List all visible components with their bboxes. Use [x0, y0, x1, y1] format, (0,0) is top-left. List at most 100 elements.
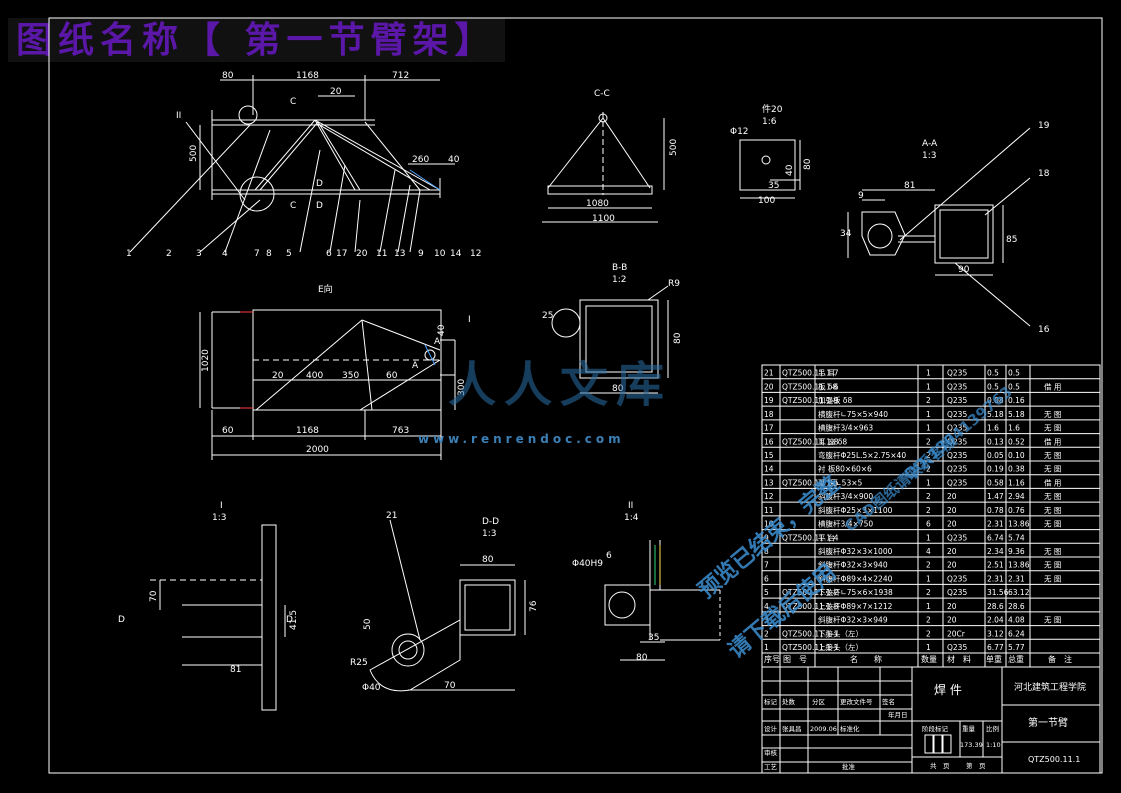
bom-cell: 5.77 — [1008, 643, 1025, 652]
bom-cell: 2 — [926, 506, 931, 515]
title-block-grid — [761, 666, 1101, 774]
bom-cell: 3 — [764, 616, 769, 625]
bom-cell: 2 — [926, 616, 931, 625]
section-bb — [551, 285, 669, 394]
dim-40: 40 — [448, 155, 460, 165]
bom-cell: 20 — [947, 506, 957, 515]
bom-header-no: 序号 — [764, 654, 780, 664]
tb-date: 年月日 — [888, 710, 908, 719]
bom-cell: 无 图 — [1044, 492, 1061, 501]
dd-title: D-D — [482, 517, 499, 527]
detail-ii — [604, 540, 721, 661]
dim-p20-80: 80 — [803, 158, 813, 170]
bom-header-unit-weight: 单重 — [986, 654, 1002, 664]
dim-aa-34: 34 — [840, 229, 852, 239]
bom-cell: Q235 — [947, 478, 967, 487]
dim-500: 500 — [189, 145, 199, 162]
dim-top-1020: 1020 — [201, 349, 211, 372]
bom-cell: 无 图 — [1044, 410, 1061, 419]
bom-cell: 11 — [764, 506, 774, 515]
label-di-d2: D — [286, 615, 293, 625]
dim-cc-1100: 1100 — [592, 214, 615, 224]
tb-stage-mark: 阶段标记 — [922, 724, 949, 733]
tb-scale: 比例 — [986, 724, 999, 733]
bom-cell: QTZ500.11.1-1 — [782, 643, 839, 652]
front-view — [129, 75, 455, 253]
bom-cell: 弯腹杆Φ25L.5×2.75×40 — [818, 450, 906, 460]
dim-dd-76: 76 — [529, 600, 539, 612]
title-part-type: 焊 件 — [934, 682, 962, 697]
bom-cell: 无 图 — [1044, 574, 1061, 583]
bom-cell: 下接头（左） — [818, 628, 863, 638]
dim-p20-100: 100 — [758, 196, 775, 206]
dim-dii-phi40h9: Φ40H9 — [572, 559, 603, 569]
dim-top-40: 40 — [437, 324, 447, 336]
top-view-title: E向 — [318, 283, 333, 295]
part20-scale: 1:6 — [762, 117, 777, 127]
bom-cell: 6 — [926, 520, 931, 529]
dim-di-70: 70 — [149, 590, 159, 602]
tb-review: 审核 — [764, 748, 778, 757]
dim-bb-80h: 80 — [612, 384, 624, 394]
bom-cell: Q235 — [947, 382, 967, 391]
bom-cell: Q235 — [947, 451, 967, 460]
bom-cell: QTZ500.11.1-4 — [782, 533, 839, 542]
dim-dii-6: 6 — [606, 551, 612, 561]
bom-cell: 无 图 — [1044, 547, 1061, 556]
bom-cell: 13.86 — [1008, 561, 1030, 570]
label-di-d1: D — [118, 615, 125, 625]
bom-cell: 28.6 — [987, 602, 1004, 611]
bom-cell: 1 — [926, 424, 931, 433]
bom-header-remark: 备 注 — [1048, 654, 1072, 664]
bom-cell: 9.36 — [1008, 547, 1025, 556]
dim-cc-1080: 1080 — [586, 199, 609, 209]
bom-cell: 借 用 — [1044, 436, 1061, 446]
bom-cell: 斜腹杆Φ25×3×1100 — [818, 505, 893, 515]
bom-cell: 2.31 — [1008, 574, 1025, 583]
bom-cell: 板 δ8 — [818, 381, 837, 391]
balloon-6: 6 — [326, 249, 332, 259]
tb-design-date: 2009.06 — [810, 725, 837, 733]
bom-cell: 1 — [926, 533, 931, 542]
bom-cell: 20 — [947, 520, 957, 529]
bom-cell: 0.38 — [1008, 465, 1025, 474]
bom-cell: Q235 — [947, 465, 967, 474]
section-aa — [847, 127, 1031, 327]
bom-cell: Q235 — [947, 396, 967, 405]
bom-cell: QTZ500.11.1-6 — [782, 382, 839, 391]
bom-cell: 2.34 — [987, 547, 1004, 556]
bb-scale: 1:2 — [612, 275, 626, 285]
bom-cell: QTZ500.11.1-7 — [782, 369, 839, 378]
bom-cell: QTZ500.11.1-9 — [782, 396, 839, 405]
bom-cell: QTZ500.11.1-5 — [782, 478, 839, 487]
bom-cell: QTZ500.11.1-1 — [782, 629, 839, 638]
balloon-10: 10 — [434, 249, 446, 259]
tb-sign: 签名 — [882, 697, 895, 706]
dim-dii-35: 35 — [648, 633, 659, 643]
dim-top-2000: 2000 — [306, 445, 329, 455]
bom-cell: 9 — [764, 533, 769, 542]
title-drawing-no: QTZ500.11.1 — [1028, 755, 1080, 764]
tb-mark: 标记 — [764, 697, 778, 706]
part20-title: 件20 — [762, 103, 783, 115]
balloon-1: 1 — [126, 249, 132, 259]
bom-cell: QTZ500.11.1-2 — [782, 588, 839, 597]
detail-i-title: I — [220, 501, 223, 511]
bom-cell: 无 图 — [1044, 520, 1061, 529]
bom-cell: 21 — [764, 369, 774, 378]
bom-cell: 衬 板80×60×6 — [818, 464, 872, 474]
section-cc — [542, 112, 665, 223]
bom-cell: 2 — [926, 437, 931, 446]
bom-header-material: 材 料 — [947, 654, 971, 664]
dim-p20-phi12: Φ12 — [730, 127, 749, 137]
bom-cell: 无 图 — [1044, 561, 1061, 570]
aa-scale: 1:3 — [922, 151, 936, 161]
bom-cell: 斜腹杆Φ32×3×949 — [818, 615, 888, 625]
dim-1168: 1168 — [296, 71, 319, 81]
bom-cell: 2.31 — [987, 574, 1004, 583]
label-top-i: I — [468, 315, 471, 325]
balloon-13: 13 — [394, 249, 405, 259]
balloon-5: 5 — [286, 249, 292, 259]
bom-cell: 2 — [764, 629, 769, 638]
